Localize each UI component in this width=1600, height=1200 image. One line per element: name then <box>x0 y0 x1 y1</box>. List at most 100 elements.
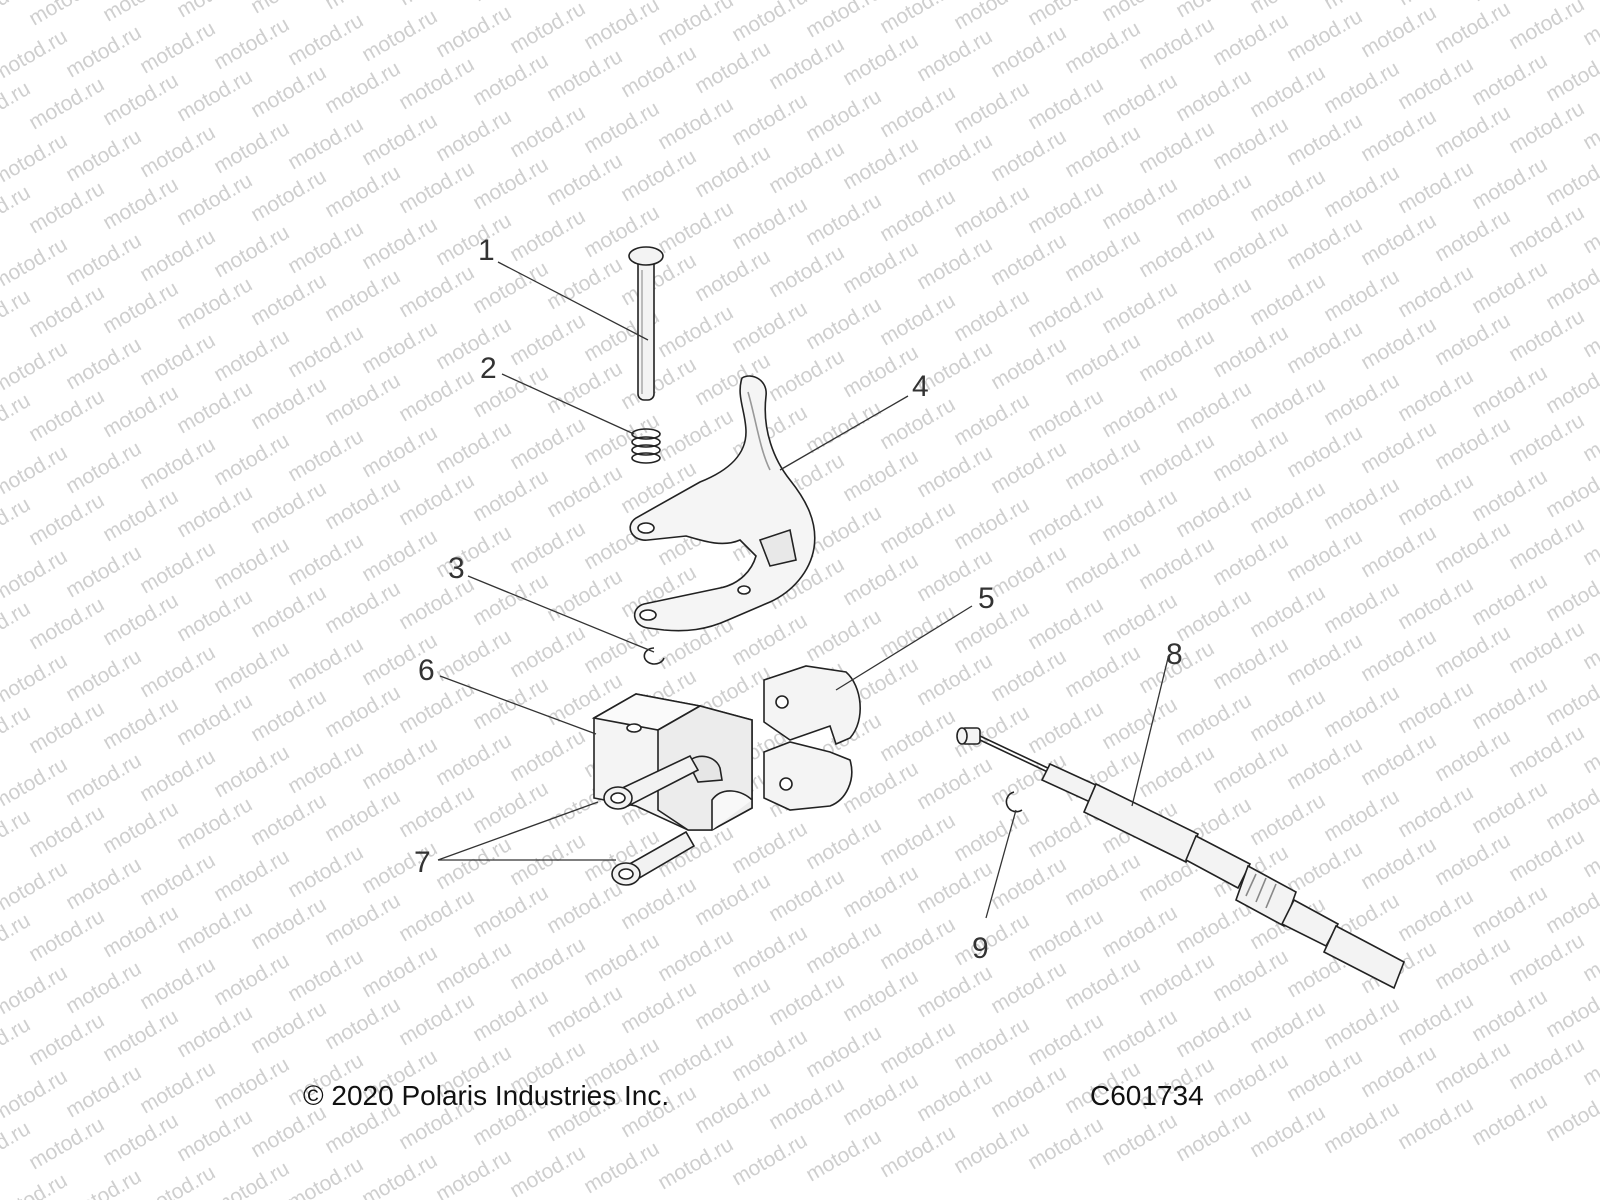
watermark-text: motod.ru <box>580 0 663 54</box>
watermark-text: motod.ru <box>1246 269 1329 330</box>
watermark-text: motod.ru <box>1283 525 1366 586</box>
watermark-text: motod.ru <box>913 961 996 1022</box>
watermark-text: motod.ru <box>1320 577 1403 638</box>
watermark-text: motod.ru <box>543 0 626 2</box>
watermark-text: motod.ru <box>469 0 552 6</box>
watermark-text: motod.ru <box>1542 149 1600 210</box>
watermark-text: motod.ru <box>432 1 515 62</box>
watermark-text: motod.ru <box>1209 9 1292 70</box>
watermark-text: motod.ru <box>99 0 182 26</box>
watermark-text: motod.ru <box>99 901 182 962</box>
watermark-text: motod.ru <box>1135 325 1218 386</box>
watermark-text: motod.ru <box>913 441 996 502</box>
watermark-text: motod.ru <box>1505 1033 1588 1094</box>
watermark-text: motod.ru <box>1468 153 1551 214</box>
watermark-text: motod.ru <box>173 377 256 438</box>
watermark-text: motod.ru <box>210 637 293 698</box>
watermark-text: motod.ru <box>284 945 367 1006</box>
watermark-text: motod.ru <box>1172 1105 1255 1166</box>
watermark-text: motod.ru <box>1209 217 1292 278</box>
watermark-text: motod.ru <box>173 1105 256 1166</box>
watermark-text: motod.ru <box>136 537 219 598</box>
watermark-text: motod.ru <box>876 913 959 974</box>
watermark-text: motod.ru <box>728 297 811 358</box>
watermark-text: motod.ru <box>987 957 1070 1018</box>
watermark-text: motod.ru <box>1505 305 1588 366</box>
watermark-text: motod.ru <box>1431 413 1514 474</box>
watermark-text: motod.ru <box>1024 177 1107 238</box>
watermark-text: motod.ru <box>358 5 441 66</box>
watermark-text: motod.ru <box>99 1005 182 1066</box>
leader-lines <box>437 261 1169 919</box>
watermark-text: motod.ru <box>247 789 330 850</box>
watermark-text: motod.ru <box>987 229 1070 290</box>
watermark-text: motod.ru <box>247 581 330 642</box>
watermark-text: motod.ru <box>321 0 404 14</box>
watermark-text: motod.ru <box>1246 373 1329 434</box>
watermark-text: motod.ru <box>1061 17 1144 78</box>
watermark-text: motod.ru <box>691 37 774 98</box>
watermark-text: motod.ru <box>99 797 182 858</box>
watermark-text: motod.ru <box>173 169 256 230</box>
watermark-text: motod.ru <box>0 1065 71 1126</box>
watermark-text: motod.ru <box>728 193 811 254</box>
watermark-text: motod.ru <box>1024 1113 1107 1174</box>
watermark-text: motod.ru <box>543 253 626 314</box>
watermark-text: motod.ru <box>691 141 774 202</box>
watermark-text: motod.ru <box>876 289 959 350</box>
watermark-text: motod.ru <box>25 73 108 134</box>
part-5-split-clamp <box>763 665 861 811</box>
watermark-text: motod.ru <box>1579 405 1600 466</box>
watermark-text: motod.ru <box>1579 821 1600 882</box>
watermark-text: motod.ru <box>0 233 71 294</box>
watermark-text: motod.ru <box>173 273 256 334</box>
watermark-text: motod.ru <box>1098 485 1181 546</box>
callouts: 1 2 3 4 5 6 7 8 9 <box>414 234 1183 965</box>
watermark-text: motod.ru <box>469 881 552 942</box>
watermark-text: motod.ru <box>1468 257 1551 318</box>
watermark-text: motod.ru <box>913 129 996 190</box>
watermark-text: motod.ru <box>1209 113 1292 174</box>
watermark-text: motod.ru <box>1283 5 1366 66</box>
watermark-text: motod.ru <box>1468 361 1551 422</box>
watermark-text: motod.ru <box>1579 93 1600 154</box>
watermark-text: motod.ru <box>1542 565 1600 626</box>
watermark-text: motod.ru <box>1542 1085 1600 1146</box>
watermark-text: motod.ru <box>284 425 367 486</box>
watermark-text: motod.ru <box>321 785 404 846</box>
watermark-text: motod.ru <box>1061 537 1144 598</box>
watermark-text: motod.ru <box>728 89 811 150</box>
watermark-text: motod.ru <box>62 125 145 186</box>
watermark-text: motod.ru <box>1024 0 1107 30</box>
watermark-text: motod.ru <box>691 245 774 306</box>
watermark-text: motod.ru <box>1135 429 1218 490</box>
watermark-text: motod.ru <box>1135 13 1218 74</box>
watermark-text: motod.ru <box>284 1153 367 1200</box>
watermark-text: motod.ru <box>543 877 626 938</box>
watermark-text: motod.ru <box>173 481 256 542</box>
watermark-text: motod.ru <box>1320 681 1403 742</box>
watermark-text: motod.ru <box>0 285 34 346</box>
watermark-text: motod.ru <box>136 17 219 78</box>
watermark-text: motod.ru <box>987 333 1070 394</box>
watermark-text: motod.ru <box>765 865 848 926</box>
watermark-text: motod.ru <box>432 1145 515 1200</box>
watermark-text: motod.ru <box>1468 1089 1551 1150</box>
watermark-text: motod.ru <box>210 533 293 594</box>
watermark-text: motod.ru <box>1246 581 1329 642</box>
watermark-text: motod.ru <box>1542 45 1600 106</box>
watermark-text: motod.ru <box>802 85 885 146</box>
watermark-text: motod.ru <box>506 933 589 994</box>
watermark-text: motod.ru <box>765 969 848 1030</box>
watermark-text: motod.ru <box>654 93 737 154</box>
watermark-text: motod.ru <box>1579 301 1600 362</box>
watermark-text: motod.ru <box>99 173 182 234</box>
watermark-text: motod.ru <box>1579 925 1600 986</box>
watermark-text: motod.ru <box>876 497 959 558</box>
watermark-text: motod.ru <box>0 649 71 710</box>
watermark-text: motod.ru <box>1061 225 1144 286</box>
watermark-text: motod.ru <box>1098 381 1181 442</box>
watermark-text: motod.ru <box>210 1157 293 1200</box>
watermark-text: motod.ru <box>136 1057 219 1118</box>
watermark-text: motod.ru <box>506 0 589 58</box>
